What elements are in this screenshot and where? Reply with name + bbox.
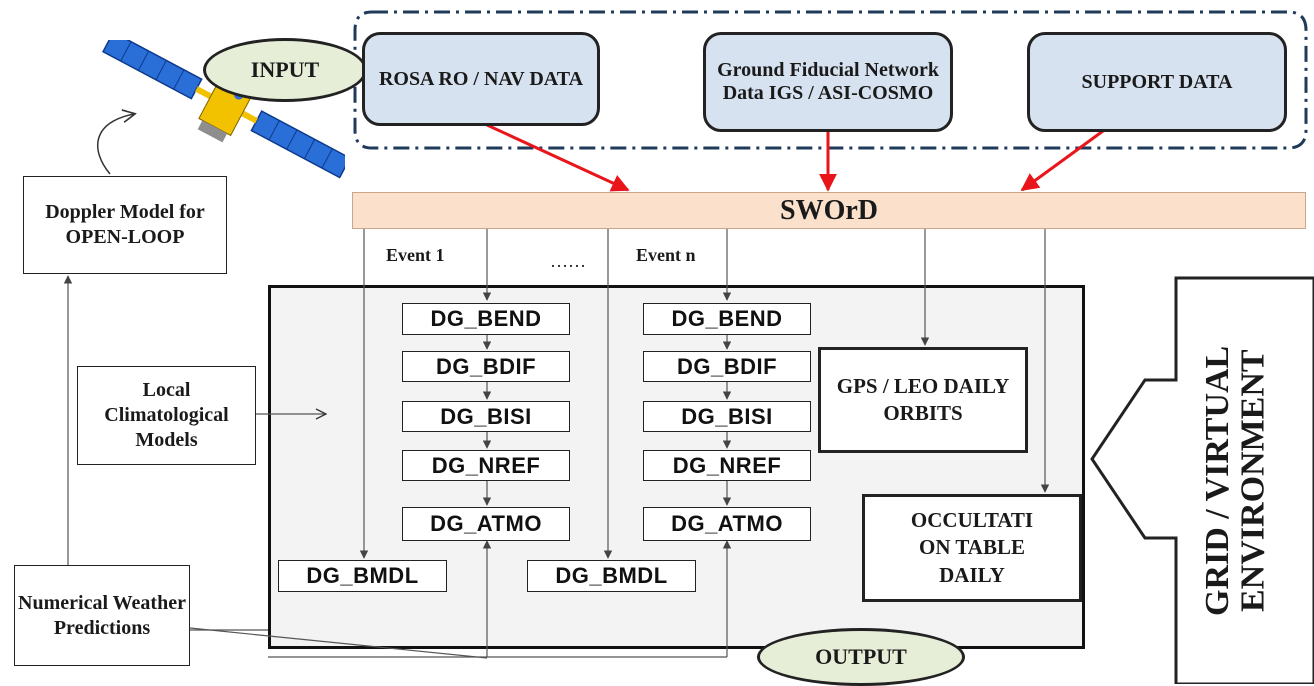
orbits-box: GPS / LEO DAILY ORBITS xyxy=(818,347,1028,453)
dg-atmo-n: DG_ATMO xyxy=(643,507,811,541)
doppler-model-label: Doppler Model for OPEN-LOOP xyxy=(45,201,205,248)
dg-nref-1: DG_NREF xyxy=(402,450,570,481)
sword-label: SWOrD xyxy=(780,194,878,226)
occultation-table-label: OCCULTATI ON TABLE DAILY xyxy=(910,508,1034,587)
line-nwp-feed xyxy=(189,627,488,659)
doppler-model-box: Doppler Model for OPEN-LOOP xyxy=(23,176,227,274)
dg-bdif-1: DG_BDIF xyxy=(402,351,570,382)
input-box-rosa-label: ROSA RO / NAV DATA xyxy=(378,67,584,90)
dg-bmdl-n: DG_BMDL xyxy=(527,560,696,592)
arrow-rosa-to-sword xyxy=(486,123,630,192)
nwp-box: Numerical Weather Predictions xyxy=(14,565,190,666)
dg-bend-1: DG_BEND xyxy=(402,303,570,335)
input-label: INPUT xyxy=(250,57,320,82)
arrow-support-to-sword xyxy=(1020,129,1104,192)
input-box-support-label: SUPPORT DATA xyxy=(1081,70,1233,93)
input-box-rosa: ROSA RO / NAV DATA xyxy=(362,32,600,126)
dg-bdif-n: DG_BDIF xyxy=(643,351,811,382)
input-group-border xyxy=(353,10,1308,150)
line-doppler-to-satellite xyxy=(97,114,134,175)
grid-arrow xyxy=(1090,276,1314,684)
dg-bend-n: DG_BEND xyxy=(643,303,811,335)
occultation-table-box: OCCULTATI ON TABLE DAILY xyxy=(862,494,1082,602)
event-n-label: Event n xyxy=(636,245,696,265)
grid-environment: GRID / VIRTUAL ENVIRONMENT xyxy=(1180,282,1310,680)
input-box-support: SUPPORT DATA xyxy=(1027,32,1287,132)
grid-environment-label: GRID / VIRTUAL ENVIRONMENT xyxy=(1199,345,1272,617)
output-label: OUTPUT xyxy=(815,644,907,669)
event-1-label: Event 1 xyxy=(386,245,445,265)
dg-nref-n: DG_NREF xyxy=(643,450,811,481)
event-dots: …… xyxy=(550,251,586,271)
sword-bar: SWOrD xyxy=(352,192,1306,229)
dg-bmdl-1: DG_BMDL xyxy=(278,560,447,592)
dg-atmo-1: DG_ATMO xyxy=(402,507,570,541)
input-box-ground-label: Ground Fiducial Network Data IGS / ASI-C… xyxy=(717,59,939,104)
input-oval: INPUT xyxy=(203,38,367,102)
orbits-label: GPS / LEO DAILY ORBITS xyxy=(836,373,1010,425)
input-box-ground: Ground Fiducial Network Data IGS / ASI-C… xyxy=(703,32,953,132)
dg-bisi-1: DG_BISI xyxy=(402,401,570,432)
nwp-label: Numerical Weather Predictions xyxy=(18,591,186,639)
dg-bisi-n: DG_BISI xyxy=(643,401,811,432)
output-oval: OUTPUT xyxy=(757,628,965,686)
climatological-models-box: Local Climatological Models xyxy=(77,366,256,465)
climatological-models-label: Local Climatological Models xyxy=(104,379,229,451)
